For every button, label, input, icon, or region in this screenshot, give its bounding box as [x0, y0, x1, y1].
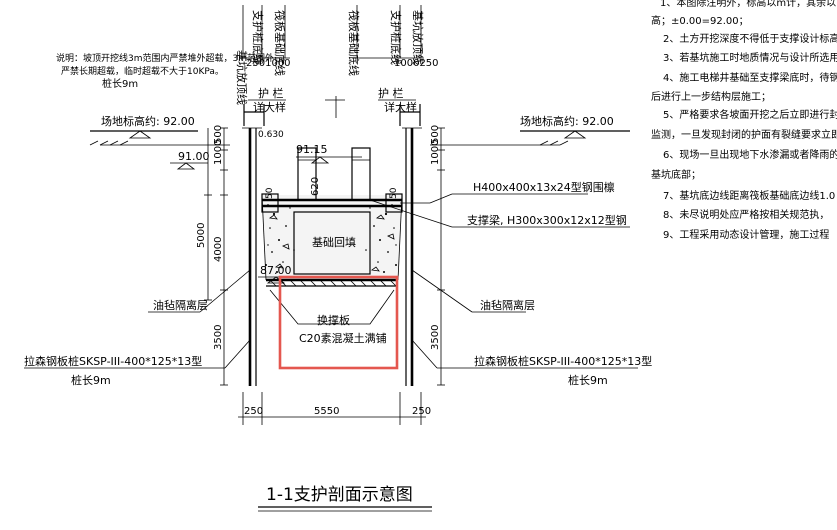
right-dimensions: 1000 500 3500	[430, 125, 445, 386]
note-line-7: 5、严格要求各坡面开挖之后立即进行封	[663, 108, 837, 121]
top-label-right-b: 支护桩底线	[389, 10, 403, 65]
dim-1000-left: 1000	[213, 140, 224, 165]
title-text: 1-1支护剖面示意图	[266, 485, 413, 505]
oil-felt-left: 油毡隔离层	[153, 298, 208, 312]
sheet-pile-left-spec: 拉森钢板桩SKSP-III-400*125*13型	[24, 354, 202, 368]
elevation-87-00: 87.00	[260, 264, 292, 277]
note-line-2: 高；±0.00=92.00；	[651, 14, 749, 27]
guardrail-right-label: 护 栏	[378, 86, 404, 100]
note-line-1: 1、本图除注明外，标高以m计，其余以	[660, 0, 836, 9]
dim-50-b: 50	[389, 187, 399, 199]
note-line-4: 3、若基坑施工时地质情况与设计所选用	[663, 51, 837, 64]
explanation-pile-length: 桩长9m	[102, 77, 138, 90]
explanation-line-1: 说明：坡顶开挖线3m范围内严禁堆外超载，3m范围外	[56, 52, 274, 64]
top-label-left-a: 基坑放顶线	[235, 50, 249, 105]
sheet-pile-right-spec: 拉森钢板桩SKSP-III-400*125*13型	[474, 354, 652, 368]
sheet-piles	[242, 127, 422, 386]
note-line-6: 后进行上一步结构层施工；	[651, 90, 771, 103]
note-line-5: 4、施工电梯井基础至支撑梁底时，待钢	[663, 71, 837, 84]
dim-3500-right: 3500	[430, 325, 441, 350]
waler-label: H400x400x13x24型钢围檩	[473, 180, 615, 194]
sheet-pile-specs: 拉森钢板桩SKSP-III-400*125*13型 桩长9m 拉森钢板桩SKSP…	[24, 339, 652, 387]
top-label-right-c: 基坑放顶线	[411, 10, 425, 65]
sheet-pile-right-length: 桩长9m	[568, 373, 608, 387]
dim-5550: 5550	[314, 406, 339, 417]
site-elevation-left: 场地标高约: 92.00	[101, 114, 195, 128]
note-line-11: 7、基坑底边线距离筏板基础底边线1.0	[663, 189, 835, 202]
elevation-91-15: 91.15	[296, 143, 328, 156]
c20-concrete-label: C20素混凝土满铺	[299, 331, 387, 345]
note-line-13: 9、工程采用动态设计管理，施工过程	[663, 228, 829, 241]
explanation-line-2: 严禁长期超载，临时超载不大于10KPa。	[61, 65, 224, 77]
top-dims-left: 2501000	[246, 58, 291, 69]
guardrail-left-label: 护 栏	[258, 86, 284, 100]
explanation: 说明：坡顶开挖线3m范围内严禁堆外超载，3m范围外 严禁长期超载，临时超载不大于…	[56, 52, 274, 90]
guardrails: 护 栏 详大样 护 栏 详大样	[243, 86, 421, 126]
backfill-zone: 91.15 620 50 50 基础回填 87.00	[258, 143, 403, 325]
elevation-91-00: 91.00	[178, 150, 210, 163]
dim-5000: 5000	[196, 223, 207, 248]
site-elevation-right: 场地标高约: 92.00	[520, 114, 614, 128]
leader-labels: H400x400x13x24型钢围檩 支撑梁, H300x300x12x12型钢…	[148, 180, 630, 313]
strut-label: 支撑梁, H300x300x12x12型钢	[467, 213, 627, 227]
left-dimensions: 5000 4000 1000 500 3500	[196, 125, 228, 386]
top-label-left-c: 筏板基础底线	[273, 10, 287, 76]
guardrail-left-detail: 详大样	[253, 100, 286, 114]
note-line-10: 基坑底部；	[651, 168, 701, 181]
sheet-pile-left-length: 桩长9m	[71, 373, 111, 387]
replacement-board-label: 换撑板	[317, 313, 350, 327]
note-line-3: 2、土方开挖深度不得低于支撑设计标高	[663, 32, 837, 45]
bottom-dimensions: 250 5550 250	[238, 392, 431, 425]
top-vertical-labels: 基坑放顶线 支护桩底线 筏板基础底线 筏板基础底线 支护桩底线 基坑放顶线 25…	[235, 5, 439, 105]
dim-250-left: 250	[244, 406, 263, 417]
note-line-12: 8、未尽说明处应严格按相关规范执，	[663, 208, 829, 221]
dim-50-a: 50	[265, 187, 275, 199]
ground-lines: 场地标高约: 92.00 场地标高约: 92.00 91.00 0.630	[89, 114, 630, 170]
oil-felt-right: 油毡隔离层	[480, 298, 535, 312]
dim-500-left: 500	[213, 125, 224, 144]
dim-1000-right: 1000	[430, 140, 441, 165]
top-label-left-b: 支护桩底线	[251, 10, 265, 65]
dim-4000: 4000	[213, 237, 224, 262]
top-label-right-a: 筏板基础底线	[347, 10, 361, 76]
foundation-backfill-label: 基础回填	[312, 235, 356, 249]
drawing-title: 1-1支护剖面示意图	[258, 485, 432, 512]
top-dims-right: 1000250	[394, 58, 439, 69]
small-elevation: 0.630	[258, 130, 284, 140]
dim-620: 620	[310, 177, 321, 196]
design-notes: 1、本图除注明外，标高以m计，其余以 高；±0.00=92.00； 2、土方开挖…	[651, 0, 837, 241]
dim-250-right: 250	[412, 406, 431, 417]
dim-500-right: 500	[430, 125, 441, 144]
highlight-box	[278, 275, 399, 370]
note-line-8: 监测，一旦发现封闭的护面有裂缝要求立即	[651, 128, 837, 141]
note-line-9: 6、现场一旦出现地下水渗漏或者降雨的	[663, 148, 837, 161]
dim-3500-left: 3500	[213, 325, 224, 350]
